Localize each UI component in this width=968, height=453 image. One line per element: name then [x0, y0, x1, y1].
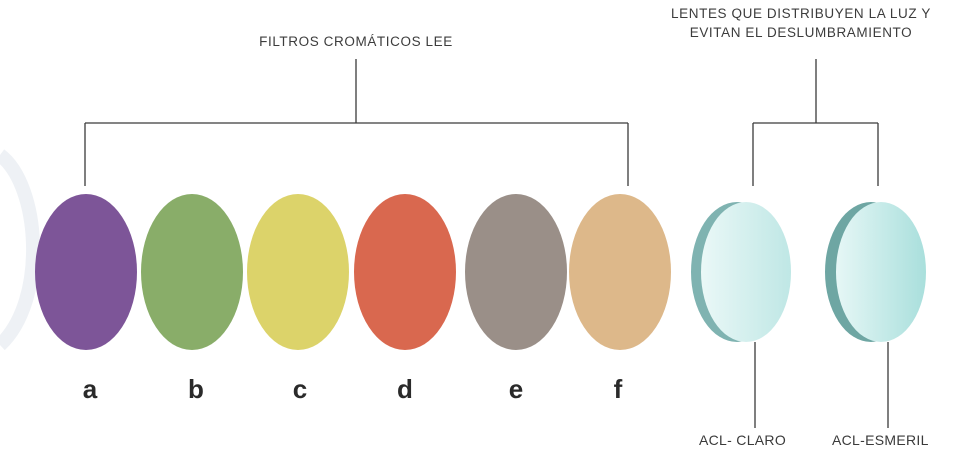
filter-label-e: e	[508, 374, 524, 404]
filter-label-d: d	[397, 374, 413, 404]
lenses-heading-line1: LENTES QUE DISTRIBUYEN LA LUZ Y	[671, 6, 931, 21]
lens-label-esmeril: ACL-ESMERIL	[832, 432, 929, 448]
decorative-arc	[0, 149, 40, 351]
lenses-bracket	[752, 59, 879, 186]
filter-disc-a	[35, 194, 137, 350]
lens-esmeril-face	[836, 202, 926, 342]
filter-label-a: a	[82, 374, 98, 404]
filter-disc-e	[465, 194, 567, 350]
filters-bracket	[84, 59, 629, 186]
filter-disc-c	[247, 194, 349, 350]
filter-label-b: b	[188, 374, 204, 404]
lenses-heading-line2: EVITAN EL DESLUMBRAMIENTO	[689, 25, 913, 40]
filter-disc-b	[141, 194, 243, 350]
filters-heading: FILTROS CROMÁTICOS LEE	[259, 34, 453, 49]
lens-label-claro: ACL- CLARO	[699, 432, 787, 448]
filter-disc-d	[354, 194, 456, 350]
lens-esmeril	[825, 202, 926, 342]
filter-label-f: f	[613, 374, 623, 404]
filter-discs	[35, 194, 671, 350]
filter-disc-f	[569, 194, 671, 350]
filter-label-c: c	[292, 374, 308, 404]
lens-claro-face	[701, 202, 791, 342]
lens-claro	[691, 202, 791, 342]
